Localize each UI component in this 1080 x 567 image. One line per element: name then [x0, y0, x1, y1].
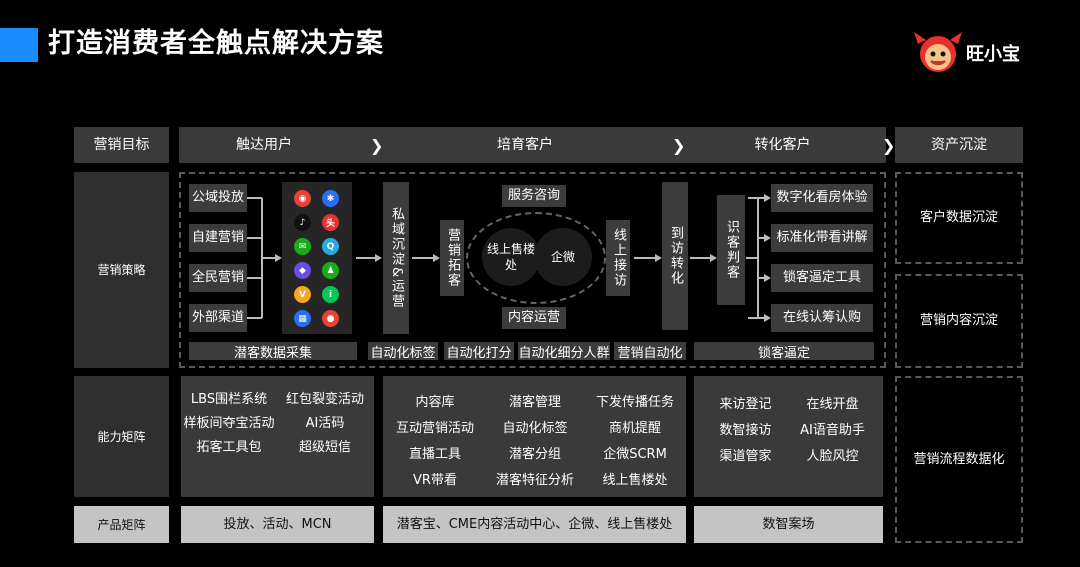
capability-item: 拓客工具包 — [196, 440, 262, 455]
online-sales-office: 线上售楼处 — [482, 228, 540, 286]
capability-item: LBS围栏系统 — [190, 392, 268, 407]
conversion-tool-2: 标准化带看讲解 — [771, 224, 873, 252]
row-label-goal: 营销目标 — [74, 127, 169, 163]
iqiyi-icon: i — [322, 286, 339, 303]
stage-reach: 触达用户 — [236, 137, 292, 153]
content-ops: 内容运营 — [502, 307, 566, 329]
capability-item: 直播工具 — [408, 447, 461, 462]
capability-item: 内容库 — [415, 395, 455, 410]
channel-external: 外部渠道 — [189, 304, 247, 332]
capability-item: 红包裂变活动 — [285, 392, 364, 407]
capability-item: 自动化标签 — [502, 421, 568, 436]
channel-public: 公域投放 — [189, 184, 247, 212]
caption-data-collect: 潜客数据采集 — [189, 342, 357, 361]
channel-all: 全民营销 — [189, 264, 247, 292]
conversion-tool-1: 数字化看房体验 — [771, 184, 873, 212]
caption-auto-score: 自动化打分 — [444, 342, 514, 361]
capability-item: 潜客特征分析 — [495, 473, 574, 488]
brand-name: 旺小宝 — [966, 44, 1020, 65]
identify-customer: 识客判客 — [717, 195, 745, 305]
stage-assets: 资产沉淀 — [895, 127, 1023, 163]
chevron-right-icon: ❯ — [672, 136, 686, 155]
asset-process-data: 营销流程数据化 — [913, 451, 1005, 467]
online-reception: 线上接访 — [606, 220, 630, 296]
stage-convert: 转化客户 — [754, 137, 811, 153]
visit-conversion: 到访转化 — [662, 182, 688, 330]
asset-region-1 — [895, 172, 1023, 264]
v-icon: V — [294, 286, 311, 303]
map-icon: ● — [322, 310, 339, 327]
capability-panel-2 — [383, 376, 686, 497]
product-3: 数智案场 — [694, 506, 883, 543]
wechat-icon: ✉ — [294, 238, 311, 255]
asset-customer-data: 客户数据沉淀 — [919, 210, 998, 225]
title-accent-bar — [0, 28, 38, 62]
row-label-strategy: 营销策略 — [74, 172, 169, 368]
capability-item: 在线开盘 — [806, 397, 859, 412]
capability-item: 企微SCRM — [603, 447, 667, 462]
capability-item: 互动营销活动 — [395, 421, 474, 436]
mascot-icon — [914, 32, 962, 72]
caption-lock-customer: 锁客逼定 — [694, 342, 874, 361]
capability-panel-1 — [181, 376, 374, 497]
conversion-tool-3: 锁客逼定工具 — [771, 264, 873, 292]
conversion-tool-4: 在线认筹认购 — [771, 304, 873, 332]
page-title: 打造消费者全触点解决方案 — [48, 28, 384, 59]
baidu-icon: ✱ — [322, 190, 339, 207]
asset-marketing-content: 营销内容沉淀 — [919, 313, 998, 328]
caption-auto-marketing: 营销自动化 — [614, 342, 686, 361]
asset-region-2 — [895, 274, 1023, 368]
strategy-region — [179, 172, 886, 368]
capability-item: 潜客管理 — [508, 395, 561, 410]
chrome-icon: ◉ — [294, 190, 311, 207]
stage-header-bar — [179, 127, 886, 163]
capability-item: 商机提醒 — [608, 421, 661, 436]
stage-nurture: 培育客户 — [497, 137, 553, 153]
chevron-right-icon: ❯ — [370, 136, 384, 155]
product-2: 潜客宝、CME内容活动中心、企微、线上售楼处 — [383, 506, 686, 543]
contacts-icon: ♟ — [322, 262, 339, 279]
capability-panel-3 — [694, 376, 883, 497]
wecom: 企微 — [534, 228, 592, 286]
row-label-capability: 能力矩阵 — [74, 376, 169, 497]
capability-item: AI语音助手 — [800, 423, 865, 438]
capability-item: 数智接访 — [719, 423, 772, 438]
capability-item: 渠道管家 — [719, 449, 772, 464]
private-domain-ops: 私域沉淀&运营 — [383, 182, 409, 334]
marketing-expand: 营销拓客 — [440, 220, 464, 296]
service-consult: 服务咨询 — [502, 185, 566, 207]
capability-item: 下发传播任务 — [595, 395, 674, 410]
capability-item: 来访登记 — [719, 397, 772, 412]
capability-item: 线上售楼处 — [602, 473, 668, 488]
capability-item: 超级短信 — [298, 440, 351, 455]
capability-item: 人脸风控 — [806, 449, 859, 464]
toutiao-icon: 头 — [322, 214, 339, 231]
capability-item: AI活码 — [305, 416, 345, 431]
caption-auto-segment: 自动化细分人群 — [518, 342, 610, 361]
brand-logo — [910, 30, 1040, 74]
asset-region-3 — [895, 376, 1023, 543]
caption-auto-tag: 自动化标签 — [368, 342, 438, 361]
capability-item: 潜客分组 — [508, 447, 561, 462]
row-label-product: 产品矩阵 — [74, 506, 169, 543]
capability-item: VR带看 — [413, 473, 457, 488]
capability-item: 样板间夺宝活动 — [183, 416, 275, 431]
app-icon: ◆ — [294, 262, 311, 279]
search-icon: Q — [322, 238, 339, 255]
channel-self: 自建营销 — [189, 224, 247, 252]
product-1: 投放、活动、MCN — [181, 506, 374, 543]
chevron-right-icon: ❯ — [882, 136, 896, 155]
nurture-cycle — [466, 212, 606, 304]
douyin-icon: ♪ — [294, 214, 311, 231]
store-icon: ▦ — [294, 310, 311, 327]
